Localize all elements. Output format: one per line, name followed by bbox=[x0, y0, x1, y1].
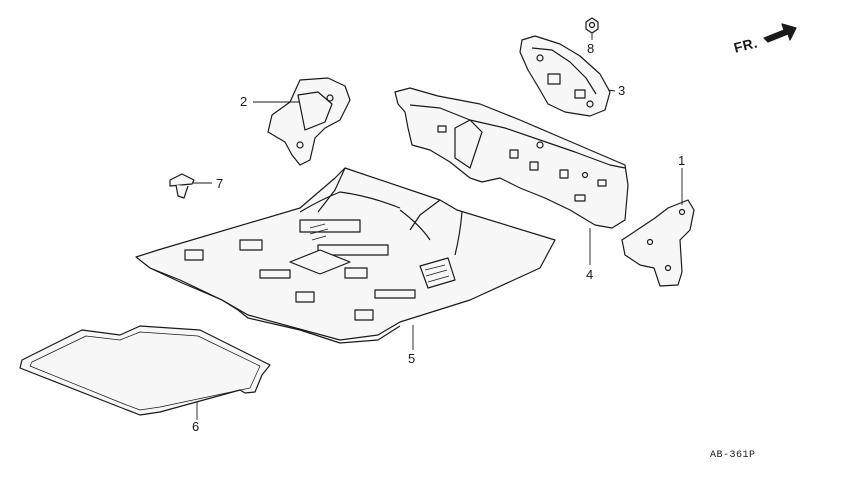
callout-3: 3 bbox=[618, 83, 626, 98]
callout-8: 8 bbox=[587, 41, 595, 56]
dash-insulator-part bbox=[394, 87, 629, 229]
front-direction-arrow-icon bbox=[763, 23, 797, 43]
leader-lines bbox=[192, 33, 683, 420]
side-trim-right-part bbox=[621, 199, 695, 287]
push-clip-part-7 bbox=[169, 173, 195, 199]
reference-code: AB-361P bbox=[710, 450, 756, 461]
callout-1: 1 bbox=[678, 153, 686, 168]
callout-5: 5 bbox=[408, 351, 416, 366]
bracket-insulator-part bbox=[519, 35, 611, 117]
callout-6: 6 bbox=[192, 419, 200, 434]
floor-mat-part bbox=[19, 325, 271, 416]
callout-7: 7 bbox=[216, 176, 224, 191]
floor-carpet-part bbox=[135, 167, 556, 344]
side-trim-left-part bbox=[267, 77, 351, 166]
callout-2: 2 bbox=[240, 94, 248, 109]
clip-part-8 bbox=[585, 17, 599, 34]
callout-4: 4 bbox=[586, 267, 594, 282]
